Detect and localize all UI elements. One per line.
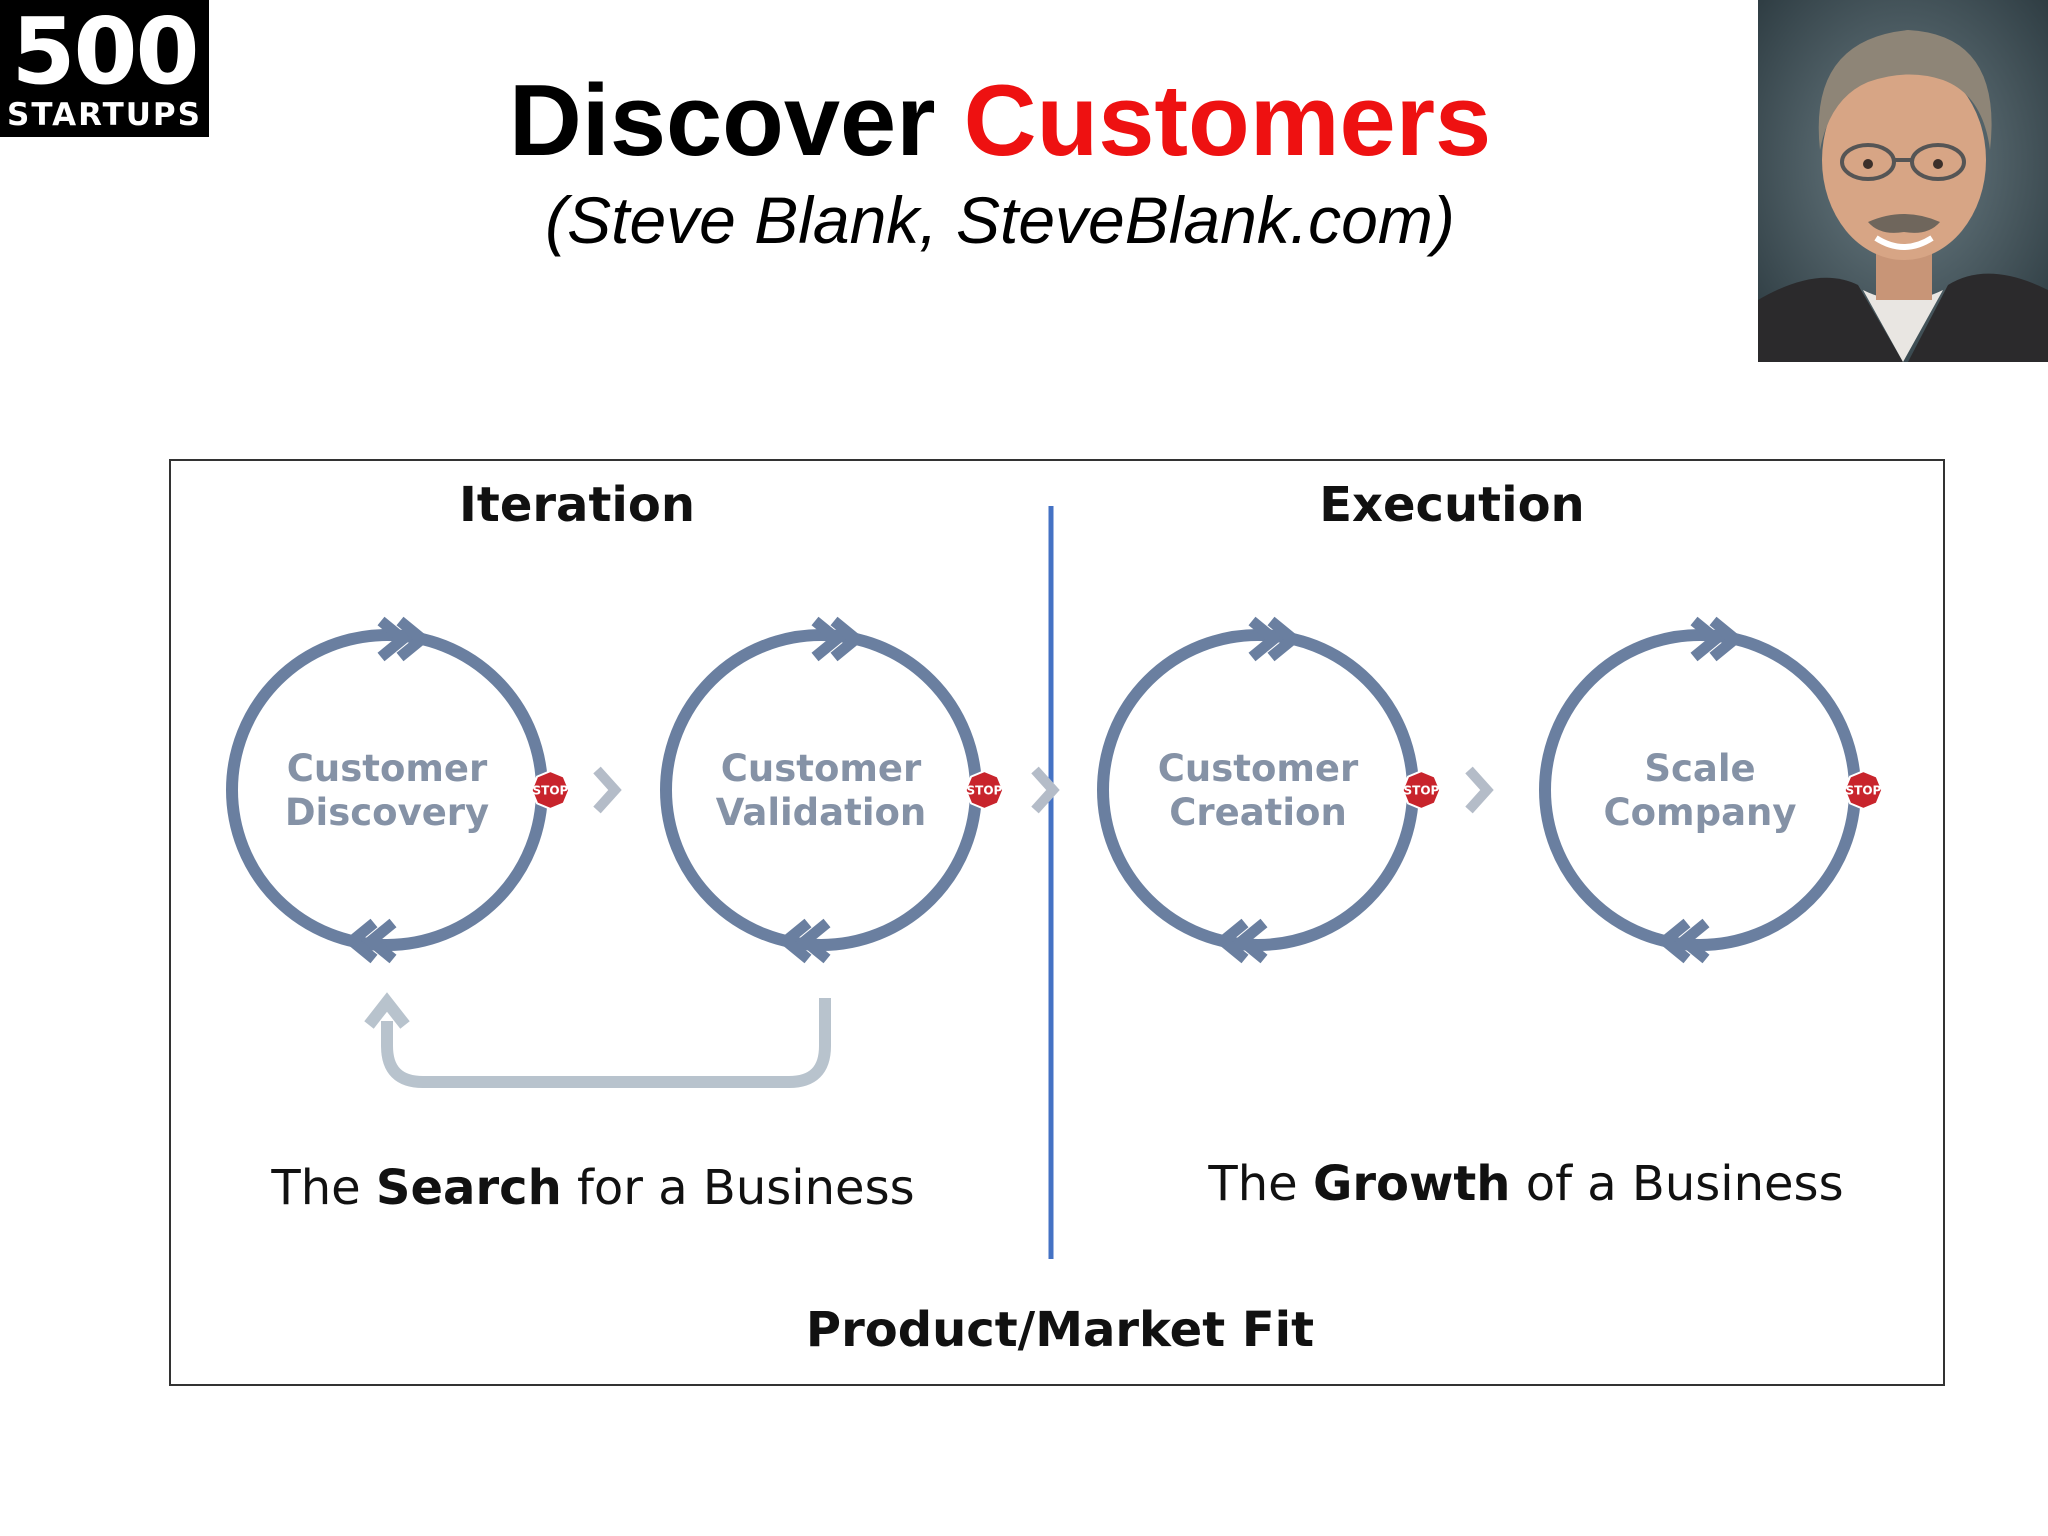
- connector-chevron-icon: [1465, 766, 1494, 814]
- caption-bold: Search: [376, 1160, 562, 1216]
- product-market-fit-label: Product/Market Fit: [806, 1302, 1314, 1358]
- cycle-return-chevron-icon: [777, 918, 831, 964]
- slide-subtitle: (Steve Blank, SteveBlank.com): [545, 183, 1455, 257]
- growth-caption: The Growth of a Business: [1207, 1156, 1843, 1212]
- cycle-ring: [1539, 629, 1861, 951]
- cycle-ring: [226, 629, 548, 951]
- logo-number: 500: [11, 0, 199, 105]
- caption-pre: The: [270, 1160, 376, 1216]
- caption-post: of a Business: [1510, 1156, 1843, 1212]
- customer-development-diagram: Iteration Execution Customer Discovery S…: [226, 477, 1884, 1358]
- stop-sign-icon: STOP: [1843, 770, 1884, 810]
- iteration-heading: Iteration: [459, 477, 695, 533]
- loop-back-arrow: [364, 992, 831, 1088]
- step-line-2: Validation: [716, 791, 927, 834]
- search-caption: The Search for a Business: [270, 1160, 914, 1216]
- cycle-forward-chevron-icon: [811, 616, 865, 662]
- cycle-scale-company: Scale Company STOP: [1539, 616, 1884, 964]
- step-line-2: Company: [1603, 791, 1796, 834]
- cycle-customer-creation: Customer Creation STOP: [1097, 616, 1442, 964]
- step-line-1: Scale: [1644, 747, 1755, 790]
- cycle-forward-chevron-icon: [1690, 616, 1744, 662]
- cycle-forward-chevron-icon: [377, 616, 431, 662]
- cycle-customer-discovery: Customer Discovery STOP: [226, 616, 571, 964]
- title-part-1: Discover: [508, 65, 964, 177]
- step-line-1: Customer: [287, 747, 488, 790]
- caption-pre: The: [1207, 1156, 1313, 1212]
- stop-label: STOP: [532, 784, 568, 798]
- caption-post: for a Business: [562, 1160, 915, 1216]
- caption-bold: Growth: [1313, 1156, 1511, 1212]
- step-line-2: Creation: [1169, 791, 1347, 834]
- stop-label: STOP: [1845, 784, 1881, 798]
- step-line-1: Customer: [1158, 747, 1359, 790]
- step-line-2: Discovery: [285, 791, 489, 834]
- stop-label: STOP: [1403, 784, 1439, 798]
- connector-chevron-icon: [593, 766, 622, 814]
- cycle-forward-chevron-icon: [1248, 616, 1302, 662]
- title-part-2: Customers: [963, 65, 1492, 177]
- speaker-photo: [1758, 0, 2048, 362]
- loop-back-path: [381, 998, 831, 1088]
- execution-heading: Execution: [1319, 477, 1584, 533]
- cycle-return-chevron-icon: [343, 918, 397, 964]
- stop-label: STOP: [966, 784, 1002, 798]
- stop-sign-icon: STOP: [530, 770, 571, 810]
- cycle-return-chevron-icon: [1656, 918, 1710, 964]
- stop-sign-icon: STOP: [1401, 770, 1442, 810]
- cycle-customer-validation: Customer Validation STOP: [660, 616, 1005, 964]
- loop-back-arrowhead-icon: [364, 992, 410, 1029]
- portrait-photo-icon: [1758, 0, 2048, 362]
- cycle-ring: [1097, 629, 1419, 951]
- 500-startups-logo: 500 STARTUPS: [0, 0, 209, 137]
- cycle-return-chevron-icon: [1214, 918, 1268, 964]
- lifecycle-diagram-panel: Iteration Execution Customer Discovery S…: [169, 459, 1945, 1386]
- stop-sign-icon: STOP: [964, 770, 1005, 810]
- step-line-1: Customer: [721, 747, 922, 790]
- logo-word: STARTUPS: [7, 97, 202, 133]
- slide-title: Discover Customers: [300, 66, 1700, 176]
- cycle-ring: [660, 629, 982, 951]
- connector-chevron-icon: [1031, 766, 1060, 814]
